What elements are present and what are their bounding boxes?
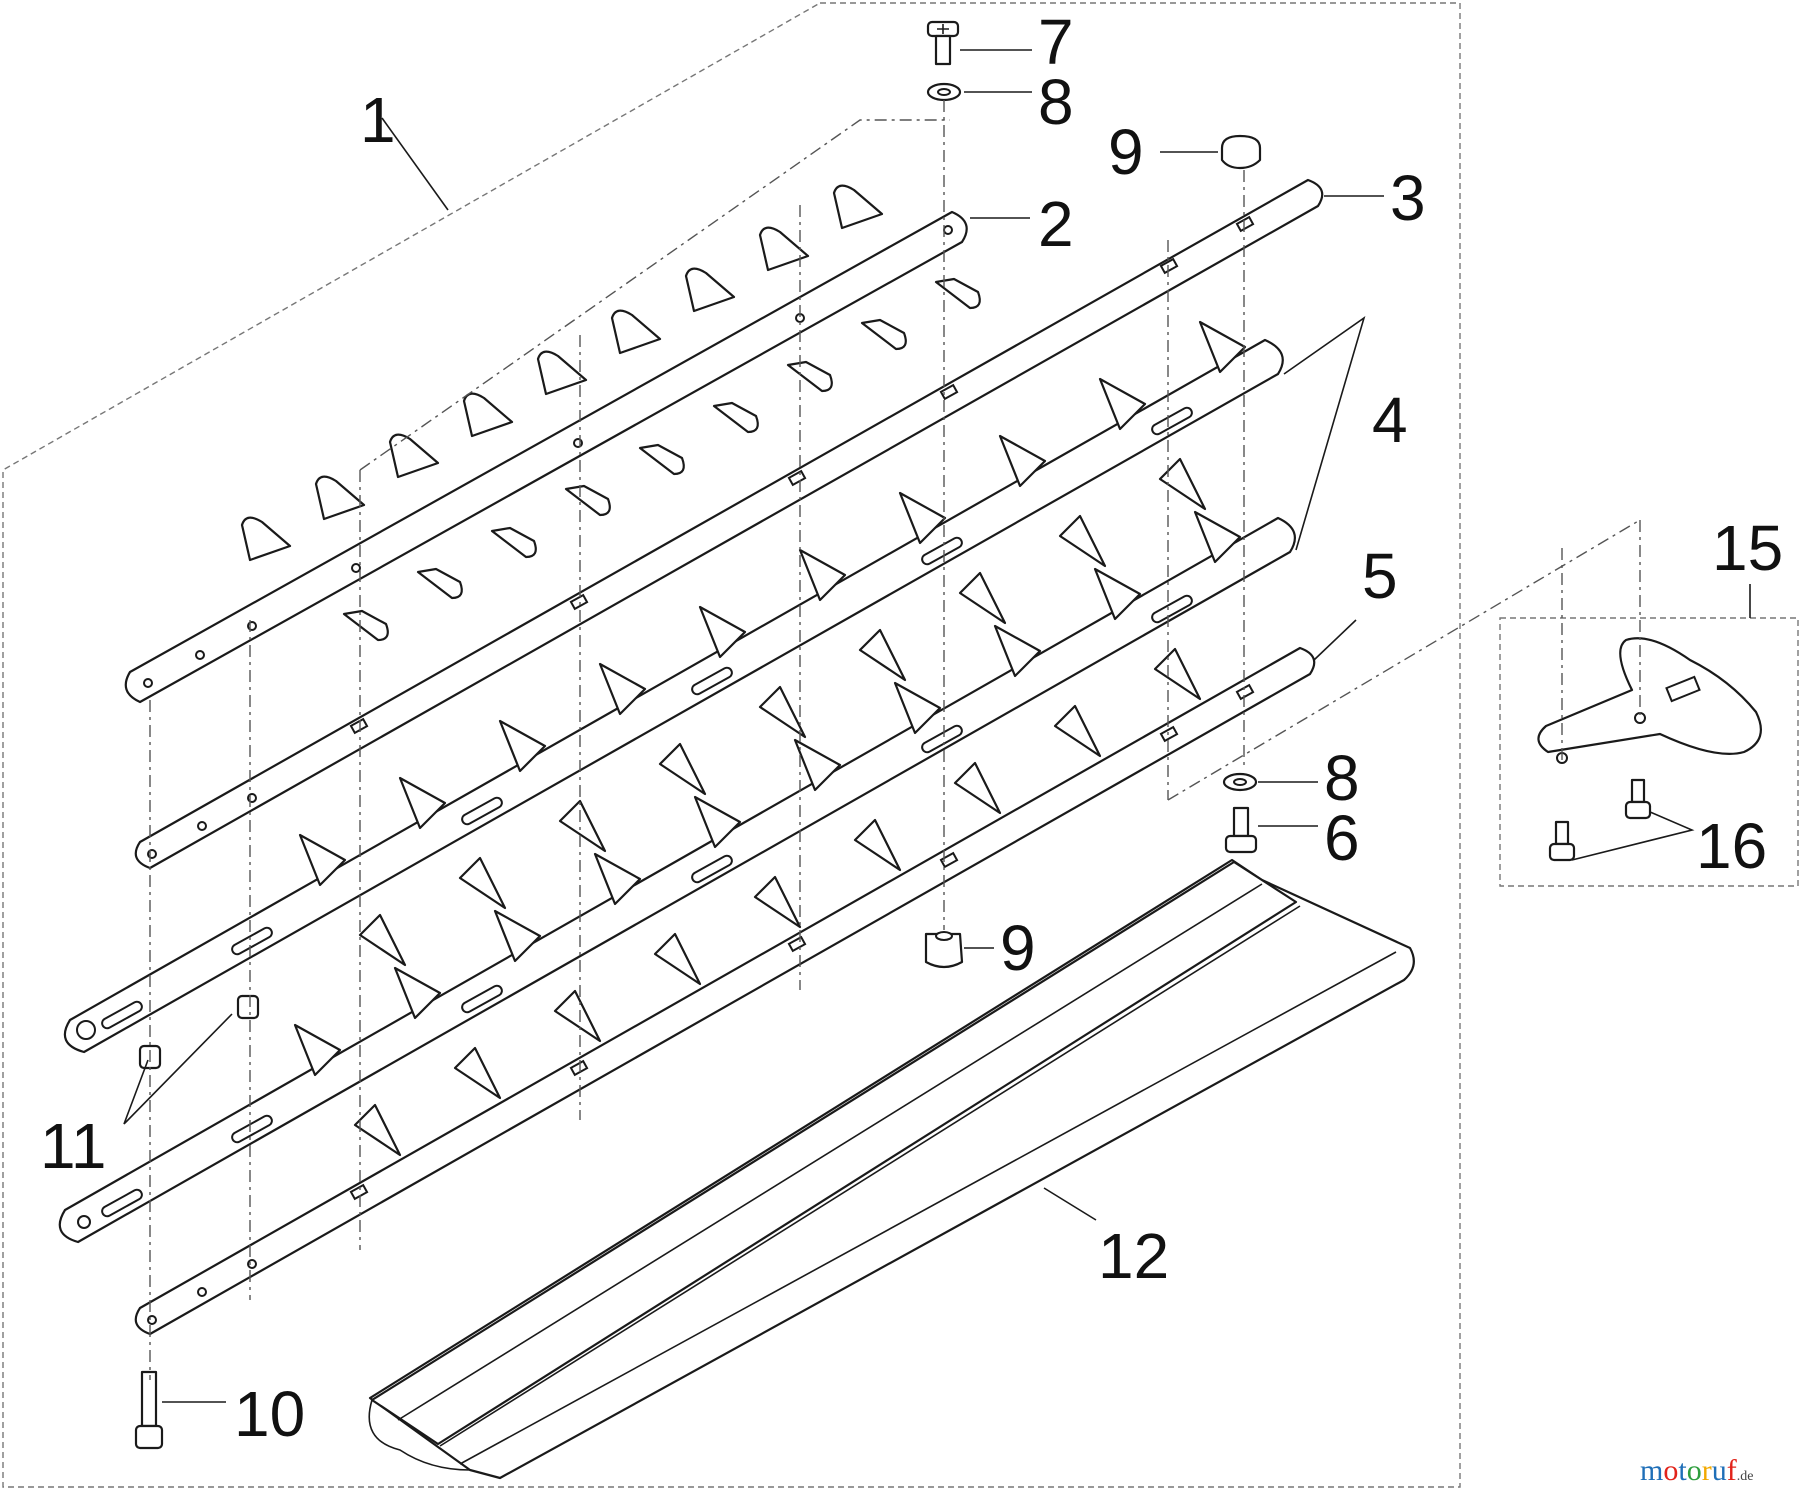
- fastener-washer-8-bottom: [1222, 772, 1258, 792]
- callout-6: 6: [1324, 802, 1360, 874]
- callout-5: 5: [1362, 540, 1398, 612]
- part-lower-guide-bar: [134, 646, 1316, 1336]
- callout-8-bottom: 8: [1324, 742, 1360, 814]
- callout-4: 4: [1372, 384, 1408, 456]
- part-upper-guide-bar: [134, 178, 1324, 870]
- part-blade-protector: [368, 858, 1415, 1480]
- part-bracket-plate: [1537, 637, 1762, 764]
- callout-11: 11: [40, 1110, 106, 1182]
- watermark-letter: f: [1727, 1454, 1737, 1487]
- part-upper-cross-tooth-blade: [63, 320, 1284, 1054]
- fastener-screw-16-left: [1548, 820, 1576, 862]
- callout-labels: 1 2 3 4 5 6 7 8 8 9 9 10 11 12 15 16: [40, 6, 1783, 1450]
- callout-9-bottom: 9: [1000, 912, 1036, 984]
- callout-10: 10: [234, 1378, 305, 1450]
- fastener-screw-6: [1224, 806, 1258, 854]
- fastener-spacer-11-right: [236, 994, 260, 1020]
- watermark-letter: o: [1687, 1454, 1702, 1487]
- watermark-letter: o: [1663, 1454, 1678, 1487]
- callout-9-top: 9: [1108, 116, 1144, 188]
- callout-2: 2: [1038, 188, 1074, 260]
- assembly-frame-15: [1499, 617, 1799, 887]
- callout-8-top: 8: [1038, 66, 1074, 138]
- watermark-letter: r: [1702, 1454, 1712, 1487]
- fastener-nut-9-bottom: [924, 931, 964, 969]
- alignment-lines: [149, 100, 1641, 1380]
- fastener-screw-7: [926, 20, 960, 66]
- fastener-screw-10: [134, 1370, 164, 1450]
- assembly-frame-1: [2, 2, 1461, 1488]
- watermark-suffix: .de: [1737, 1469, 1754, 1484]
- leader-lines: [123, 49, 1751, 1403]
- watermark-letter: m: [1640, 1454, 1663, 1487]
- watermark-letter: t: [1678, 1454, 1687, 1487]
- callout-7: 7: [1038, 6, 1074, 78]
- callout-16: 16: [1696, 810, 1767, 882]
- fastener-washer-8-top: [926, 82, 962, 102]
- part-lower-cross-tooth-blade: [58, 510, 1296, 1244]
- fastener-screw-16-right: [1624, 778, 1652, 820]
- callout-12: 12: [1098, 1220, 1169, 1292]
- callout-15: 15: [1712, 512, 1783, 584]
- fastener-nut-9-top: [1220, 134, 1262, 170]
- callout-3: 3: [1390, 162, 1426, 234]
- watermark-letter: u: [1712, 1454, 1727, 1487]
- watermark-logo: motoruf.de: [1640, 1454, 1753, 1487]
- part-upper-toothed-blade: [124, 184, 981, 704]
- callout-1: 1: [360, 84, 396, 156]
